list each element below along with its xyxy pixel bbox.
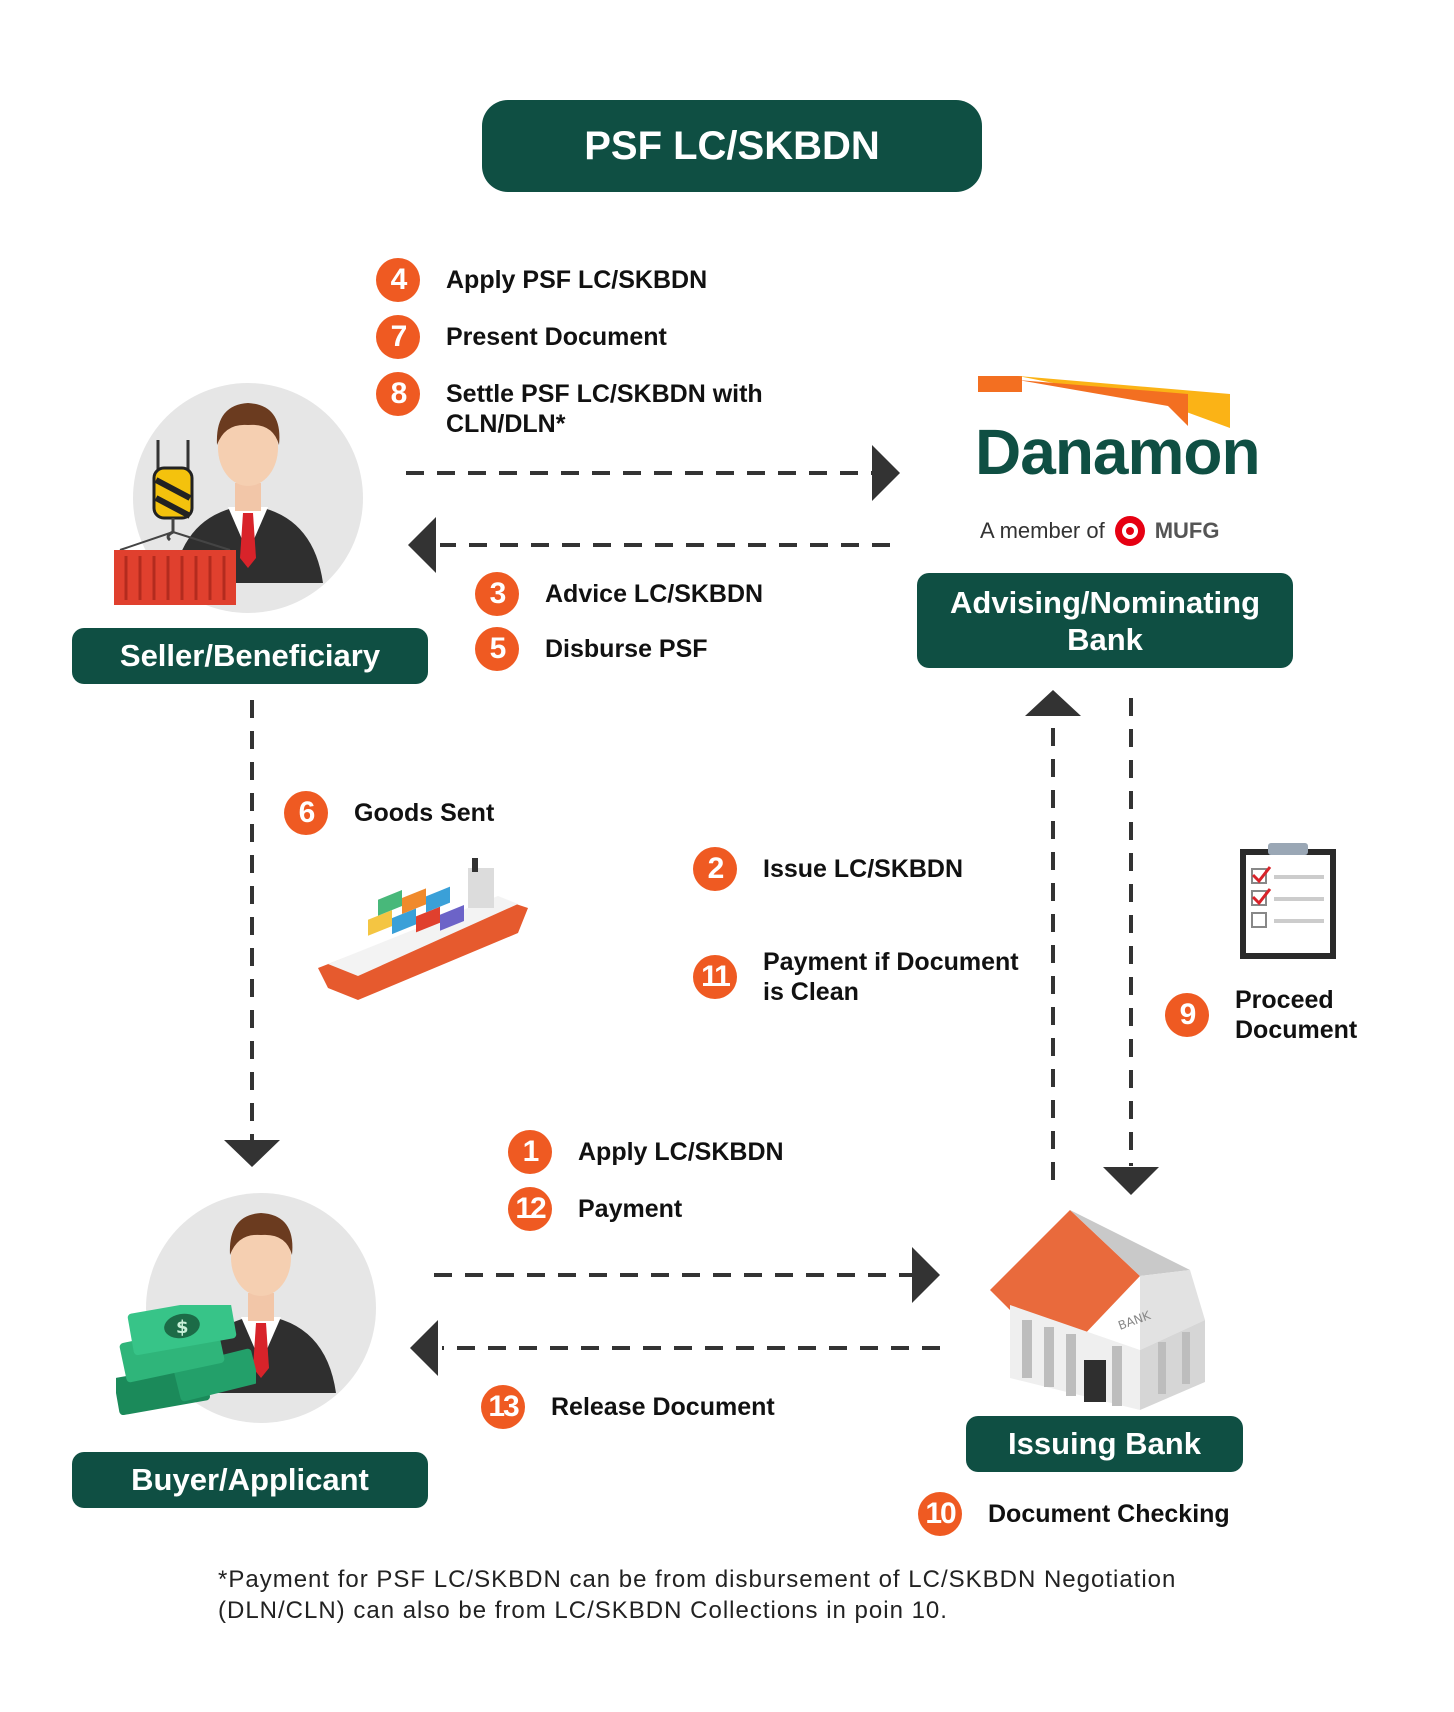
step-9-label: Proceed Document bbox=[1235, 986, 1358, 1044]
step-11-label: Payment if Document is Clean bbox=[763, 948, 1019, 1006]
step-7-badge: 7 bbox=[376, 315, 420, 359]
step-1: 1 Apply LC/SKBDN bbox=[508, 1130, 784, 1174]
step-9-badge: 9 bbox=[1165, 993, 1209, 1037]
arrowhead-up-middle bbox=[1025, 690, 1081, 716]
step-5-badge: 5 bbox=[475, 627, 519, 671]
step-7-label: Present Document bbox=[446, 323, 667, 351]
arrowhead-left-top bbox=[408, 517, 436, 573]
clipboard-checklist-icon bbox=[1240, 843, 1336, 959]
step-6-badge: 6 bbox=[284, 791, 328, 835]
step-13-badge: 13 bbox=[481, 1385, 525, 1429]
svg-text:$: $ bbox=[176, 1317, 189, 1338]
danamon-logo-stripes bbox=[978, 376, 1230, 428]
step-6-label: Goods Sent bbox=[354, 799, 495, 827]
step-13: 13 Release Document bbox=[481, 1385, 775, 1429]
step-10-label: Document Checking bbox=[988, 1500, 1230, 1528]
step-5: 5 Disburse PSF bbox=[475, 627, 708, 671]
step-12: 12 Payment bbox=[508, 1187, 682, 1231]
step-3: 3 Advice LC/SKBDN bbox=[475, 572, 763, 616]
step-10-badge: 10 bbox=[918, 1492, 962, 1536]
arrowhead-down-right bbox=[1103, 1167, 1159, 1195]
step-8: 8 Settle PSF LC/SKBDN with CLN/DLN* bbox=[376, 372, 806, 439]
arrowhead-down-left bbox=[224, 1140, 280, 1167]
footnote: *Payment for PSF LC/SKBDN can be from di… bbox=[218, 1566, 1177, 1624]
buyer-applicant-label: Buyer/Applicant bbox=[72, 1452, 428, 1508]
step-4-badge: 4 bbox=[376, 258, 420, 302]
mufg-tagline: A member of MUFG bbox=[980, 514, 1219, 548]
step-4-label: Apply PSF LC/SKBDN bbox=[446, 266, 708, 294]
step-11-badge: 11 bbox=[693, 955, 737, 999]
step-13-label: Release Document bbox=[551, 1393, 775, 1421]
step-2: 2 Issue LC/SKBDN bbox=[693, 847, 963, 891]
step-9: 9 Proceed Document bbox=[1165, 985, 1385, 1045]
step-1-badge: 1 bbox=[508, 1130, 552, 1174]
mufg-logo-icon bbox=[1114, 516, 1145, 546]
arrowhead-right-bottom bbox=[912, 1247, 940, 1303]
step-6: 6 Goods Sent bbox=[284, 791, 494, 835]
crane-container-icon bbox=[114, 440, 236, 605]
step-3-badge: 3 bbox=[475, 572, 519, 616]
danamon-logo-wordmark: Danamon bbox=[975, 416, 1261, 488]
issuing-bank-label: Issuing Bank bbox=[966, 1416, 1243, 1472]
arrowhead-left-bottom bbox=[410, 1320, 438, 1376]
cargo-ship-icon bbox=[318, 858, 528, 1000]
step-5-label: Disburse PSF bbox=[545, 635, 708, 663]
diagram-title: PSF LC/SKBDN bbox=[482, 100, 982, 192]
money-stack-icon: $ bbox=[116, 1305, 256, 1415]
step-3-label: Advice LC/SKBDN bbox=[545, 580, 764, 608]
arrowhead-right-top bbox=[872, 445, 900, 501]
tagline-text: A member of bbox=[980, 518, 1105, 543]
step-12-badge: 12 bbox=[508, 1187, 552, 1231]
step-1-label: Apply LC/SKBDN bbox=[578, 1138, 784, 1166]
step-10: 10 Document Checking bbox=[918, 1492, 1230, 1536]
advising-bank-label: Advising/Nominating Bank bbox=[917, 573, 1293, 668]
step-8-label: Settle PSF LC/SKBDN with CLN/DLN* bbox=[446, 380, 763, 438]
step-7: 7 Present Document bbox=[376, 315, 667, 359]
step-2-label: Issue LC/SKBDN bbox=[763, 855, 964, 883]
bank-building-icon: BANK bbox=[990, 1210, 1205, 1410]
step-12-label: Payment bbox=[578, 1195, 683, 1223]
step-2-badge: 2 bbox=[693, 847, 737, 891]
step-11: 11 Payment if Document is Clean bbox=[693, 947, 1023, 1007]
step-8-badge: 8 bbox=[376, 372, 420, 416]
step-4: 4 Apply PSF LC/SKBDN bbox=[376, 258, 707, 302]
seller-beneficiary-label: Seller/Beneficiary bbox=[72, 628, 428, 684]
mufg-text: MUFG bbox=[1154, 518, 1220, 543]
